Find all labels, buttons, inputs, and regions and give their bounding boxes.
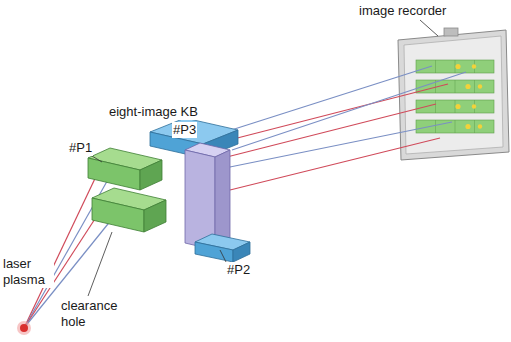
plasma-dot bbox=[20, 324, 28, 332]
leader-lines bbox=[88, 20, 438, 296]
image-strip bbox=[416, 60, 494, 73]
strip-divider bbox=[455, 80, 456, 93]
image-spot bbox=[478, 84, 482, 88]
image-spot bbox=[455, 64, 460, 69]
mirror-base bbox=[195, 234, 250, 262]
strip-divider bbox=[474, 80, 475, 93]
part-label: eight-image KB bbox=[108, 104, 199, 120]
strip-divider bbox=[455, 60, 456, 73]
strip-divider bbox=[455, 120, 456, 133]
strip-divider bbox=[435, 120, 436, 133]
image-spot bbox=[455, 104, 460, 109]
mirror-p2 bbox=[185, 143, 230, 250]
image-strip bbox=[416, 80, 494, 93]
part-label: image recorder bbox=[358, 3, 447, 19]
image-recorder bbox=[398, 28, 509, 160]
image-spot bbox=[472, 104, 476, 108]
image-spot bbox=[465, 124, 470, 129]
callout-label: #P2 bbox=[226, 262, 251, 278]
strip-divider bbox=[455, 100, 456, 113]
callout-label: #P3 bbox=[172, 122, 197, 138]
strip-divider bbox=[435, 60, 436, 73]
plasma-glow bbox=[17, 321, 31, 335]
strip-divider bbox=[435, 100, 436, 113]
mirror-p1-lower bbox=[92, 188, 166, 232]
image-spot bbox=[465, 84, 470, 89]
part-label: laser plasma bbox=[2, 256, 54, 288]
x-ray-paths bbox=[24, 66, 466, 328]
image-spot bbox=[472, 64, 476, 68]
callout-label: #P1 bbox=[68, 140, 93, 156]
mirror-p1 bbox=[88, 148, 162, 190]
part-label: clearance hole bbox=[60, 298, 126, 330]
image-spot bbox=[478, 124, 482, 128]
strip-divider bbox=[474, 120, 475, 133]
